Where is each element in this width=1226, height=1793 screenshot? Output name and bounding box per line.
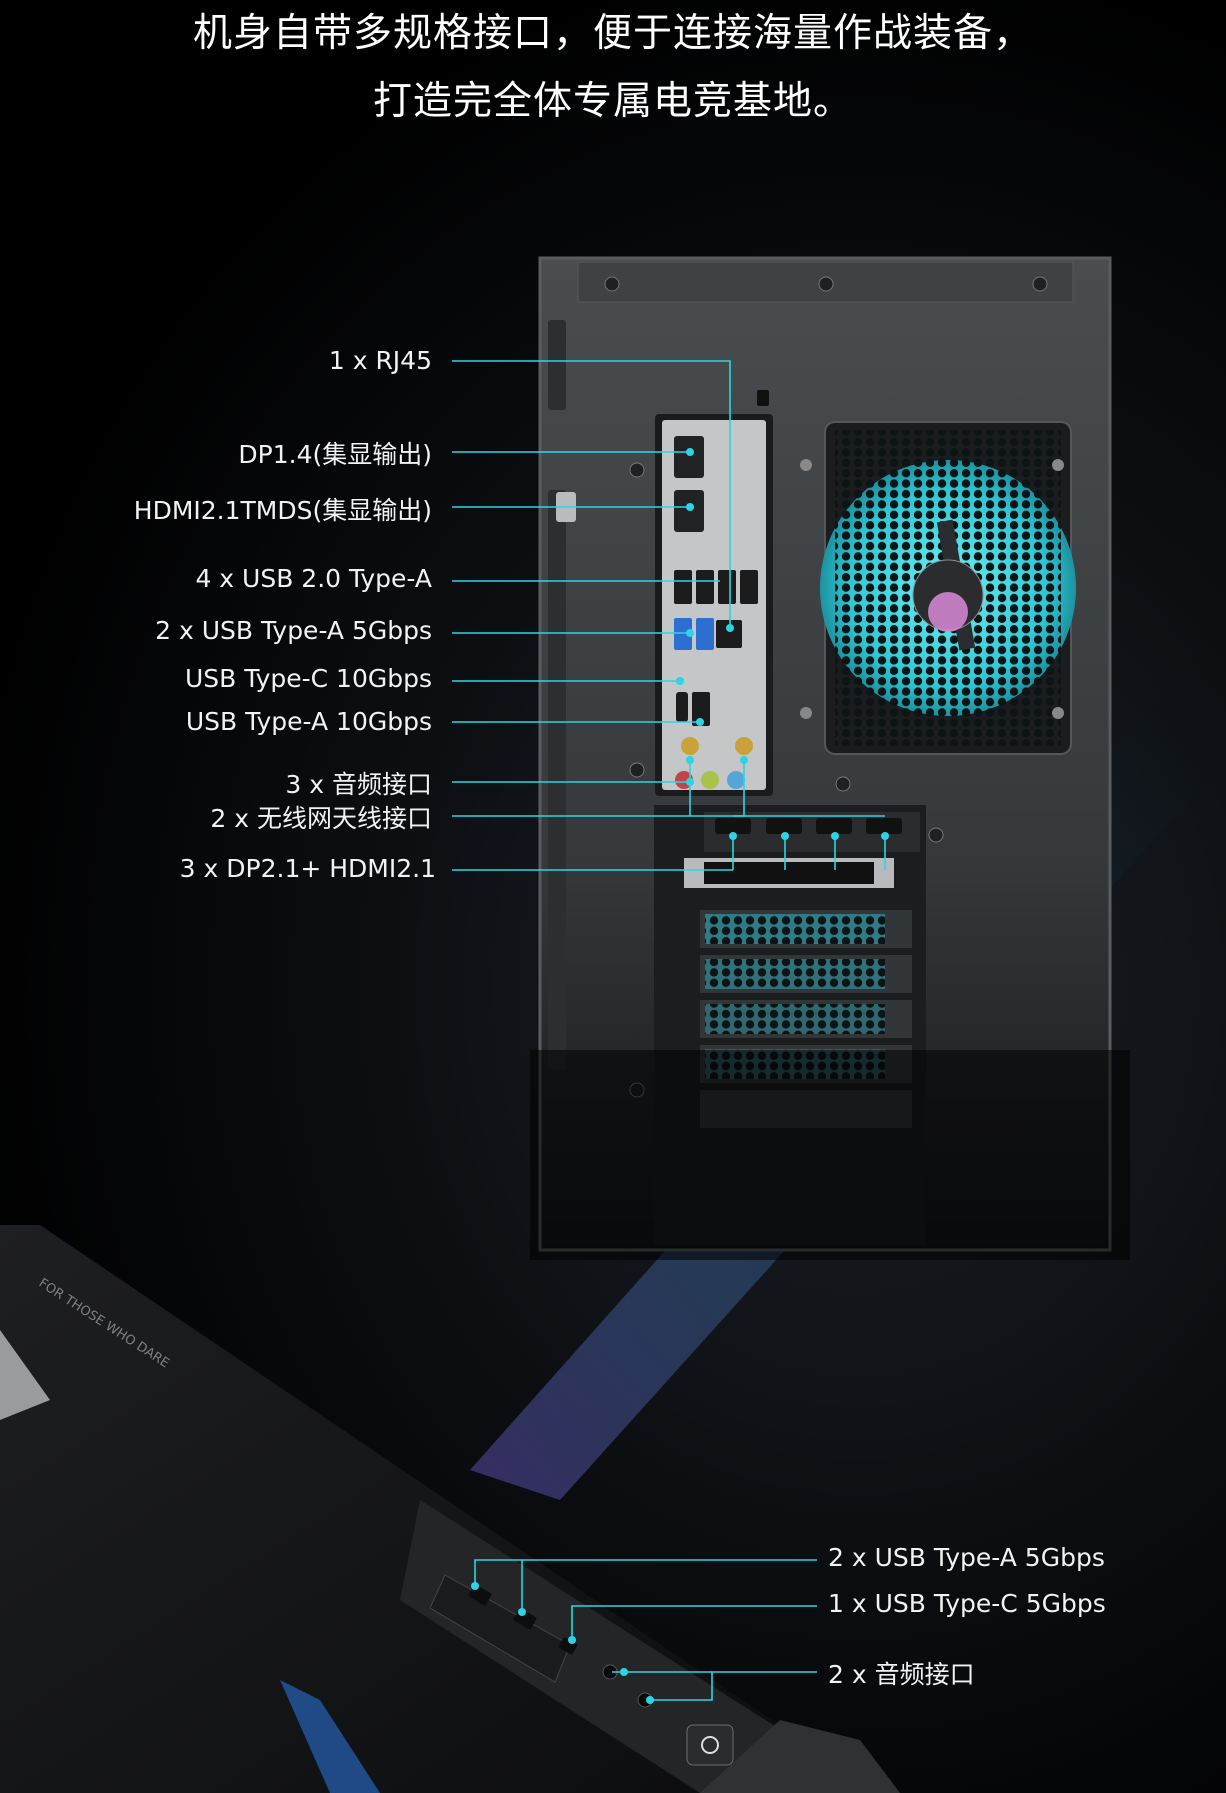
io-shield [655,390,773,796]
label-usb-typea-5g: 2 x USB Type-A 5Gbps [155,616,432,645]
label-usb-typec-10g: USB Type-C 10Gbps [184,664,432,693]
dp-port [674,436,704,478]
label-audio-rear: 3 x 音频接口 [285,770,432,799]
hdmi-port [674,490,704,532]
fan-grille [800,421,1076,755]
label-front-usb-typea: 2 x USB Type-A 5Gbps [828,1543,1105,1572]
label-dp14: DP1.4(集显输出) [238,440,432,469]
rj45-port [716,620,742,648]
label-rj45: 1 x RJ45 [328,346,432,375]
label-front-usb-typec: 1 x USB Type-C 5Gbps [828,1589,1106,1618]
case-front-top-panel: FOR THOSE WHO DARE [0,1225,900,1793]
callout-dots [471,448,889,1704]
label-usb20-typea: 4 x USB 2.0 Type-A [195,564,432,593]
label-usb-typea-10g: USB Type-A 10Gbps [185,707,432,736]
label-wifi-antenna: 2 x 无线网天线接口 [210,804,432,833]
label-front-audio: 2 x 音频接口 [828,1660,975,1689]
callout-lines [452,360,886,1701]
label-hdmi-igpu: HDMI2.1TMDS(集显输出) [133,496,432,525]
headline-line-2: 打造完全体专属电竞基地。 [372,79,853,124]
power-button [686,1724,734,1766]
headline-line-1: 机身自带多规格接口，便于连接海量作战装备， [192,11,1033,56]
label-gpu-outputs: 3 x DP2.1+ HDMI2.1 [179,854,436,883]
